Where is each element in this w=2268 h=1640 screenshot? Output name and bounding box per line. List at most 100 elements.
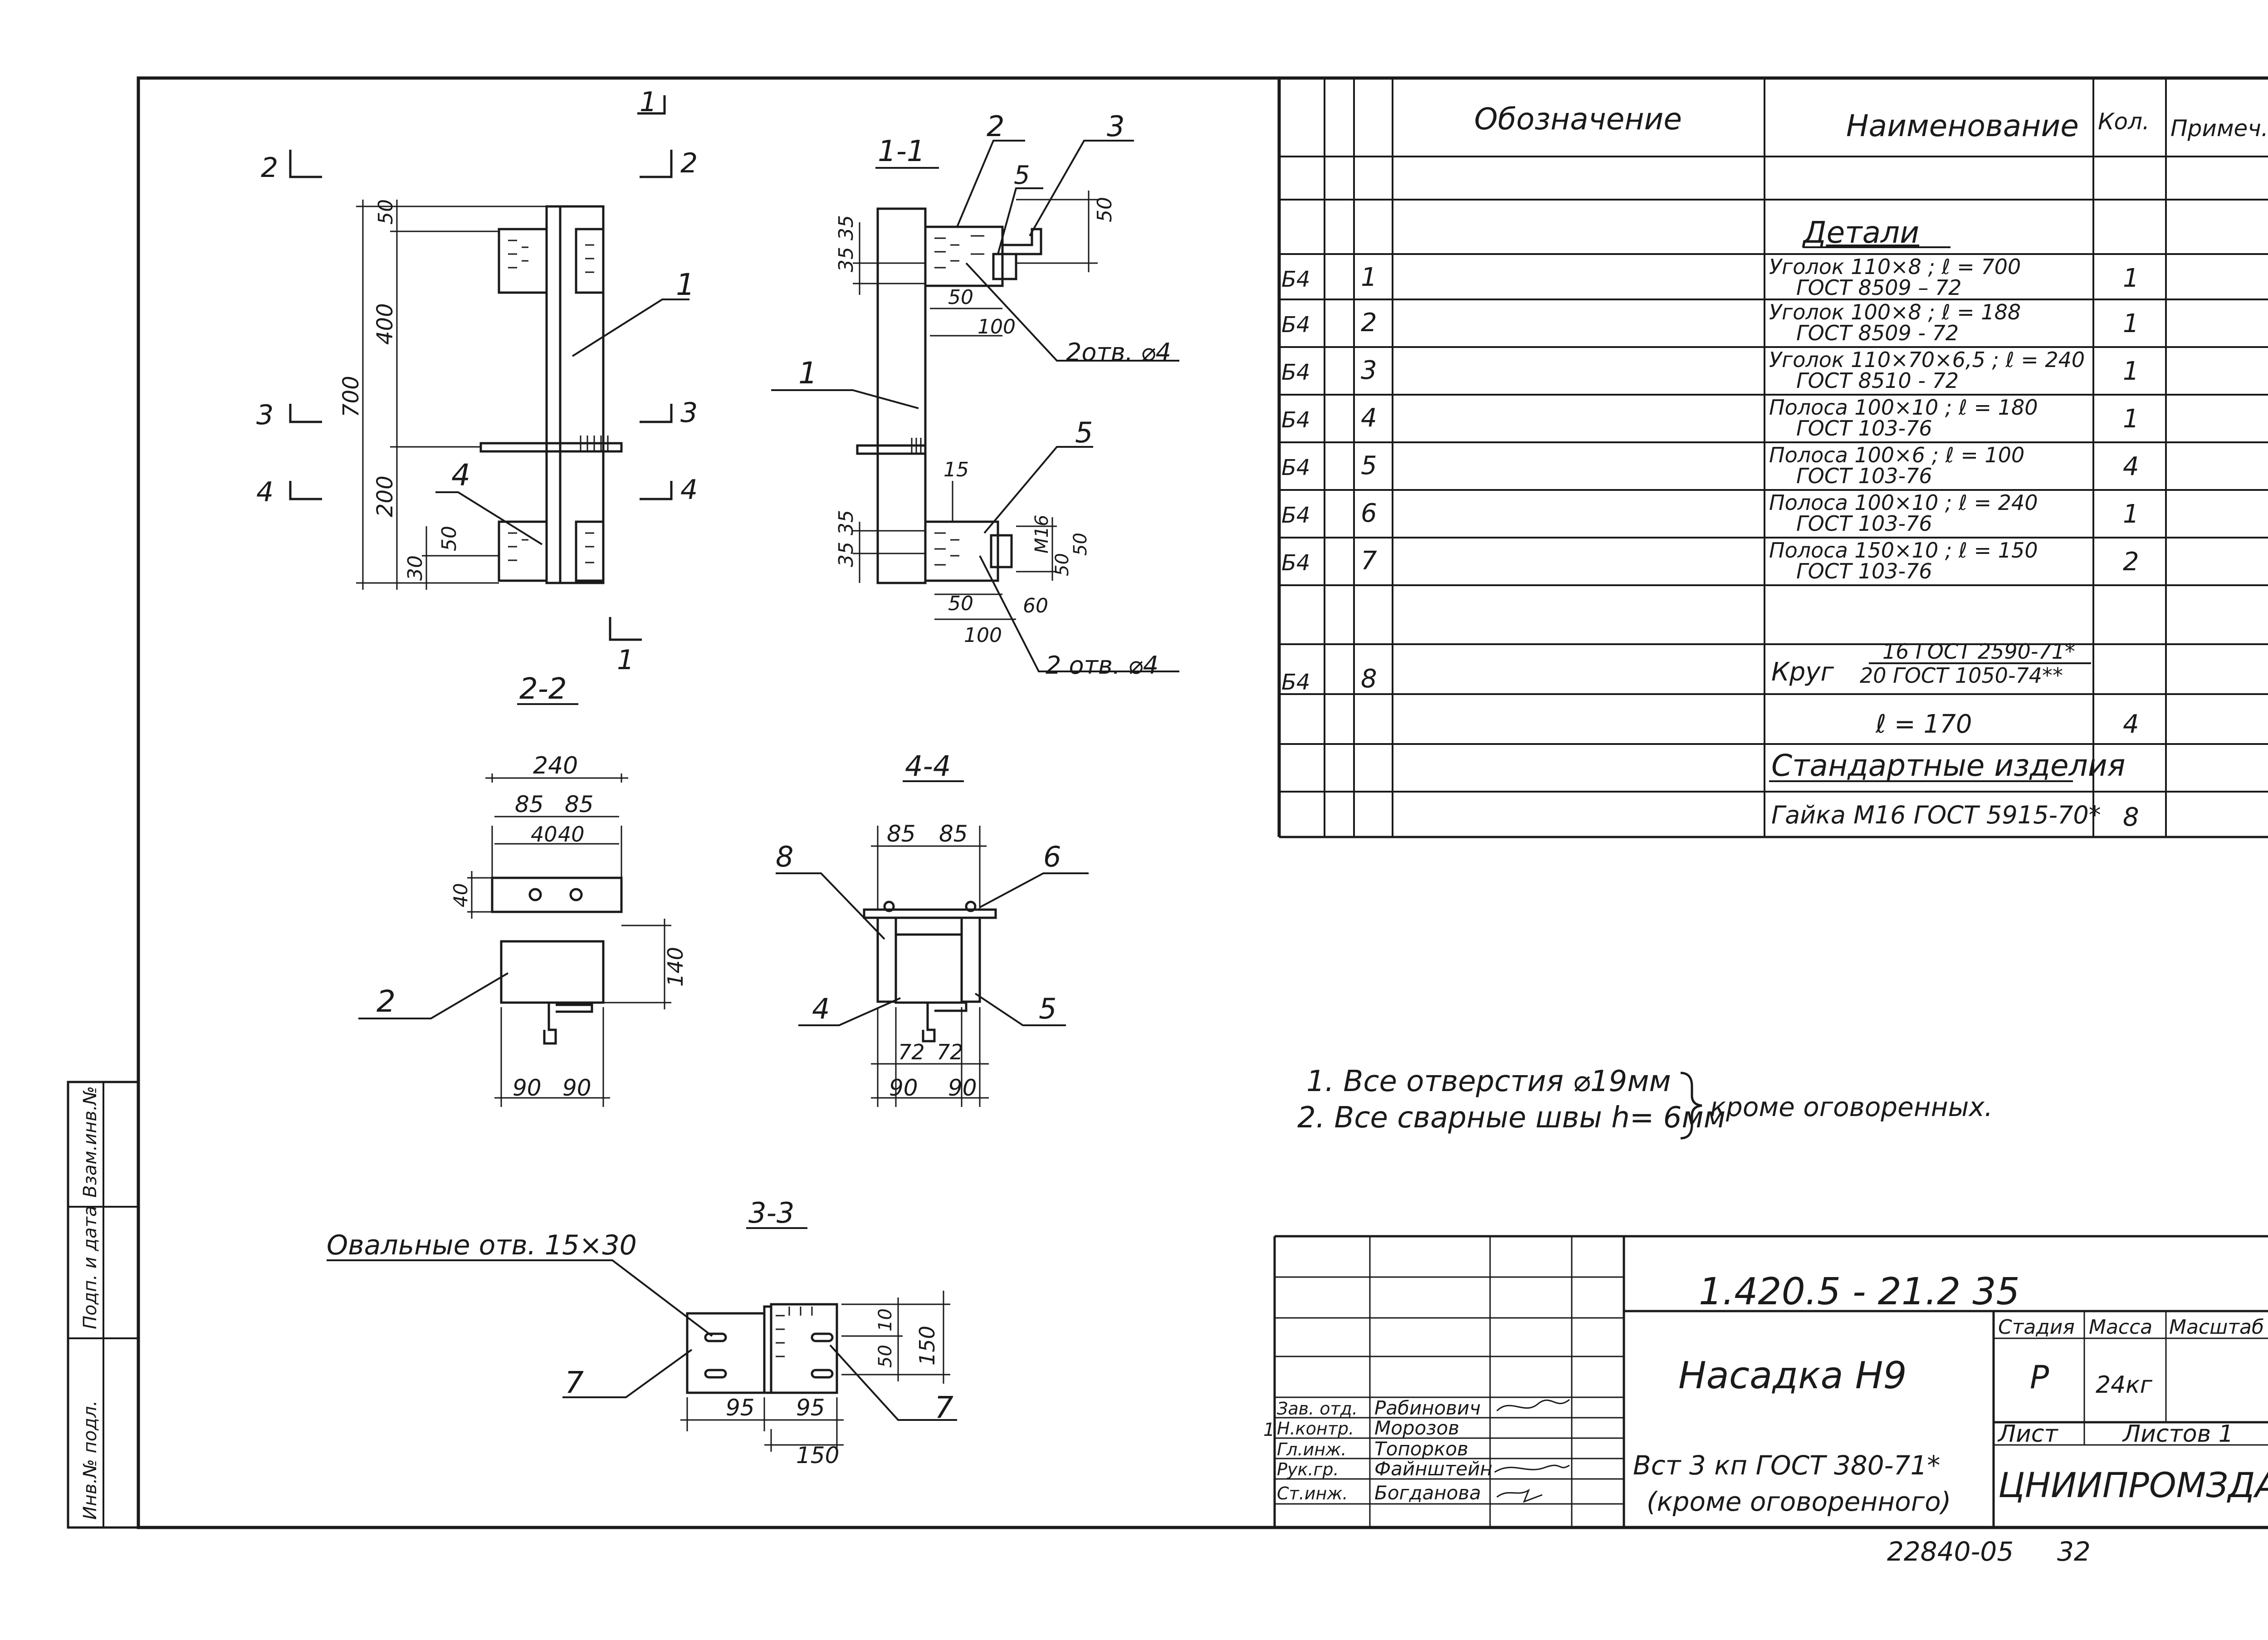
row-fmt-8: Б4 <box>1281 670 1310 695</box>
sec-mark-2-left: 2 <box>261 152 278 184</box>
signature-name-3: Топорков <box>1374 1438 1468 1460</box>
doc-code: 1.420.5 - 21.2 35 <box>1699 1270 2020 1313</box>
dim-35c: 35 <box>835 542 858 567</box>
row-name-4-a: Полоса 100×10 ; ℓ = 180 <box>1769 395 2038 420</box>
callout-7a: 7 <box>565 1365 584 1400</box>
dim-50c: 50 <box>1052 553 1073 576</box>
title-block: 1.420.5 - 21.2 35 Насадка Н9 Вст 3 кп ГО… <box>1263 1235 2268 1527</box>
dim-90b: 90 <box>562 1075 591 1101</box>
dim-85a: 85 <box>515 791 544 818</box>
stamp-label-1: Взам.инв.№ <box>80 1086 101 1198</box>
dim-40c: 40 <box>450 883 472 907</box>
sheets-label: Листов 1 <box>2122 1420 2234 1448</box>
row-name-10: Гайка М16 ГОСТ 5915-70* <box>1771 801 2101 829</box>
dim-50-33: 50 <box>875 1345 896 1368</box>
callout-7b: 7 <box>934 1390 953 1425</box>
view-main-elevation: 50 400 700 200 30 50 2 1 2 3 3 4 4 1 1 4… <box>256 86 698 706</box>
dim-85b: 85 <box>565 791 594 818</box>
mass-label: Масса <box>2089 1316 2152 1339</box>
change-mark: 1 <box>1263 1420 1275 1440</box>
row-qty-6: 1 <box>2123 499 2139 529</box>
side-stamp: Взам.инв.№ Подп. и дата Инв.№ подл. <box>67 1081 140 1529</box>
sec-mark-2-right: 2 <box>680 147 698 179</box>
dim-100: 100 <box>978 315 1016 338</box>
dim-700: 700 <box>338 376 364 417</box>
dim-200: 200 <box>372 475 398 517</box>
dim-95a: 95 <box>726 1395 755 1421</box>
row-pos-3: 3 <box>1361 356 1377 385</box>
section-standard: Стандартные изделия <box>1771 748 2125 783</box>
row-qty-10: 8 <box>2123 803 2139 832</box>
drawing-frame <box>137 76 2268 1529</box>
signature-name-4: Файнштейн <box>1374 1458 1492 1480</box>
holes-note-a: 2отв. ⌀4 <box>1066 338 1171 367</box>
row-pos-2: 2 <box>1361 308 1377 338</box>
dim-60: 60 <box>1023 594 1048 617</box>
callout-8: 8 <box>776 840 793 873</box>
callout-1-b: 1 <box>798 356 817 391</box>
row-pos-1: 1 <box>1361 263 1377 292</box>
bottom-sheet: 32 <box>2057 1536 2091 1567</box>
row-qty-1: 1 <box>2123 264 2139 293</box>
row-name-4-b: ГОСТ 103-76 <box>1796 416 1932 441</box>
caption-2-2: 2-2 <box>519 672 567 706</box>
row-fmt-3: Б4 <box>1281 360 1310 385</box>
callout-4-d: 4 <box>812 992 830 1025</box>
row-name-2-a: Уголок 100×8 ; ℓ = 188 <box>1769 300 2021 324</box>
row-name-2-b: ГОСТ 8509 - 72 <box>1796 321 1959 345</box>
row-name-9: ℓ = 170 <box>1875 710 1972 739</box>
row-qty-9: 4 <box>2123 710 2139 739</box>
callout-5b: 5 <box>1075 416 1093 449</box>
signature-role-4: Рук.гр. <box>1277 1459 1339 1479</box>
caption-1-1: 1-1 <box>878 135 925 168</box>
dim-150: 150 <box>796 1442 839 1469</box>
signature-name-2: Морозов <box>1374 1417 1459 1439</box>
material-2: (кроме оговоренного) <box>1647 1486 1951 1517</box>
stage-label: Стадия <box>1998 1316 2075 1339</box>
mass-value: 24кг <box>2096 1371 2153 1399</box>
header-designation: Обозначение <box>1474 102 1682 137</box>
row-pos-5: 5 <box>1361 451 1377 480</box>
row-name-8-bottom: 20 ГОСТ 1050-74** <box>1860 663 2063 688</box>
dim-150v: 150 <box>915 1326 939 1366</box>
callout-6: 6 <box>1043 840 1061 873</box>
stamp-label-3: Инв.№ подл. <box>80 1400 101 1520</box>
row-pos-8: 8 <box>1361 664 1377 694</box>
dim-50d: 50 <box>948 592 973 615</box>
caption-4-4: 4-4 <box>905 749 951 783</box>
stage-value: Р <box>2030 1359 2049 1396</box>
dim-72a: 72 <box>898 1040 925 1064</box>
row-name-8-top: 16 ГОСТ 2590-71* <box>1882 639 2075 664</box>
note-suffix: кроме оговоренных. <box>1710 1092 1993 1122</box>
row-name-5-b: ГОСТ 103-76 <box>1796 464 1932 488</box>
section-details: Детали <box>1802 215 1919 250</box>
organization: ЦНИИПРОМЗДАНИЙ <box>1998 1465 2268 1505</box>
dim-85d: 85 <box>939 821 968 847</box>
row-name-6-a: Полоса 100×10 ; ℓ = 240 <box>1769 490 2038 515</box>
row-qty-2: 1 <box>2123 309 2139 338</box>
row-pos-7: 7 <box>1361 546 1377 576</box>
dim-140: 140 <box>663 947 688 987</box>
row-qty-4: 1 <box>2123 404 2139 434</box>
header-name: Наименование <box>1846 108 2079 143</box>
note-2: 2. Все сварные швы h= 6мм <box>1297 1101 1725 1135</box>
callout-2-b: 2 <box>987 110 1004 143</box>
dim-50b: 50 <box>438 526 461 551</box>
oval-holes-note: Овальные отв. 15×30 <box>327 1229 637 1261</box>
row-name-6-b: ГОСТ 103-76 <box>1796 511 1932 536</box>
row-fmt-4: Б4 <box>1281 407 1310 433</box>
signature-name-1: Рабинович <box>1374 1397 1481 1419</box>
row-name-8-pre: Круг <box>1771 657 1834 687</box>
signature-role-2: Н.контр. <box>1277 1419 1354 1439</box>
row-fmt-2: Б4 <box>1281 312 1310 338</box>
material-1: Вст 3 кп ГОСТ 380-71* <box>1633 1450 1940 1481</box>
row-fmt-5: Б4 <box>1281 455 1310 480</box>
row-qty-7: 2 <box>2123 547 2139 577</box>
row-name-1-b: ГОСТ 8509 – 72 <box>1796 275 1962 300</box>
dim-240: 240 <box>533 752 578 779</box>
callout-3: 3 <box>1107 110 1124 143</box>
dim-35b: 35 <box>835 215 858 240</box>
dim-90d: 90 <box>948 1075 977 1101</box>
row-pos-6: 6 <box>1361 499 1377 528</box>
dim-15: 15 <box>943 458 969 481</box>
